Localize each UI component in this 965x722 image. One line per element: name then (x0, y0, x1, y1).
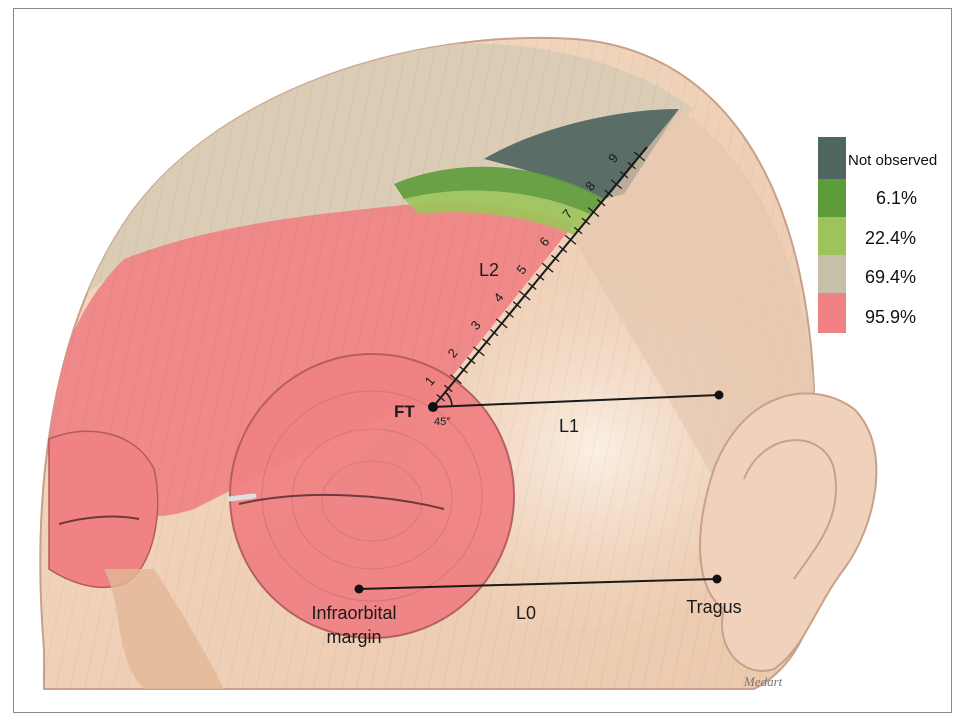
legend-swatch-95-9 (818, 293, 846, 333)
ft-point (428, 402, 438, 412)
legend-label-6-1: 6.1% (876, 188, 917, 208)
legend-swatch-69-4 (818, 255, 846, 293)
legend-label-22-4: 22.4% (865, 228, 916, 248)
legend-swatch-6-1 (818, 179, 846, 217)
angle-label: 45° (434, 416, 451, 428)
infraorbital-point (355, 585, 364, 594)
infraorbital-label-line2: margin (326, 627, 381, 647)
artist-signature: Medart (743, 674, 783, 689)
legend-swatch-not-observed (818, 137, 846, 179)
left-orbicularis (49, 431, 158, 587)
l1-label: L1 (559, 416, 579, 436)
tragus-point (713, 575, 722, 584)
legend-label-not-observed: Not observed (848, 152, 937, 169)
l1-end-point (715, 391, 724, 400)
legend-label-69-4: 69.4% (865, 267, 916, 287)
infraorbital-label-line1: Infraorbital (311, 603, 396, 623)
legend-label-95-9: 95.9% (865, 307, 916, 327)
tragus-label: Tragus (686, 597, 741, 617)
legend-swatch-22-4 (818, 217, 846, 255)
l0-label: L0 (516, 603, 536, 623)
l2-label: L2 (479, 260, 499, 280)
ft-label: FT (394, 402, 415, 421)
legend: Not observed 6.1% 22.4% 69.4% 95.9% (818, 137, 937, 333)
orbicularis-oculi (229, 354, 514, 638)
